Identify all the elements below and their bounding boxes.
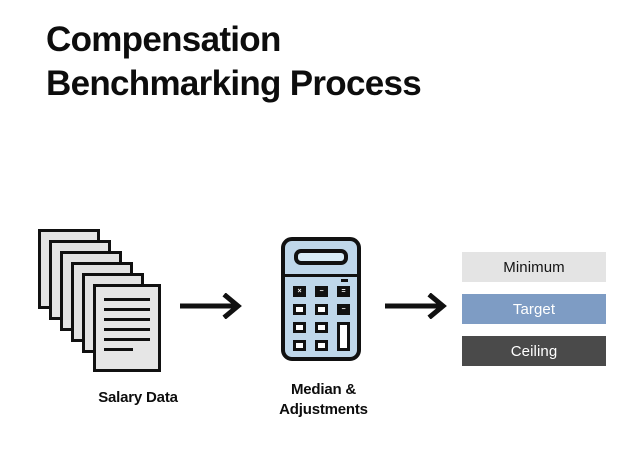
calculator-keypad: × − = − [293,286,351,352]
calculator-display [294,249,348,265]
calculator-key-multiply: × [293,286,306,297]
range-bar-ceiling: Ceiling [462,336,606,366]
document-text-line [104,318,150,321]
process-flow-diagram: Salary Data × − = − [0,225,640,440]
calculator-key [293,340,306,351]
range-bar-target: Target [462,294,606,324]
range-bar-gap [462,282,606,294]
arrow-right-icon [178,292,248,324]
process-step-salary-range: Minimum Target Ceiling [462,252,606,366]
document-text-line [104,348,134,351]
page-title: Compensation Benchmarking Process [46,20,422,104]
arrow-right-icon [383,292,453,324]
process-step-median-adjustments: × − = − Median & Adjustments [258,225,388,440]
range-bar-minimum: Minimum [462,252,606,282]
step-caption-median-adjustments: Median & Adjustments [279,381,368,419]
process-step-salary-data: Salary Data [34,225,184,425]
calculator-key [315,322,328,333]
calculator-indicator-dot [341,279,348,282]
calculator-key [315,340,328,351]
calculator-key-enter [337,322,350,351]
document-text-line [104,308,150,311]
document-sheet-front [93,284,161,372]
document-text-lines [104,298,150,358]
calculator-key [293,304,306,315]
calculator-key-equals: = [337,286,350,297]
calculator-divider [285,274,357,277]
range-bar-gap [462,324,606,336]
document-text-line [104,338,150,341]
calculator-key [315,304,328,315]
calculator-key-minus: − [337,304,350,315]
calculator-icon: × − = − [281,237,361,361]
calculator-key-minus: − [315,286,328,297]
document-text-line [104,328,150,331]
step-caption-salary-data: Salary Data [98,389,178,406]
document-stack-icon [34,225,184,372]
calculator-key [293,322,306,333]
document-text-line [104,298,150,301]
